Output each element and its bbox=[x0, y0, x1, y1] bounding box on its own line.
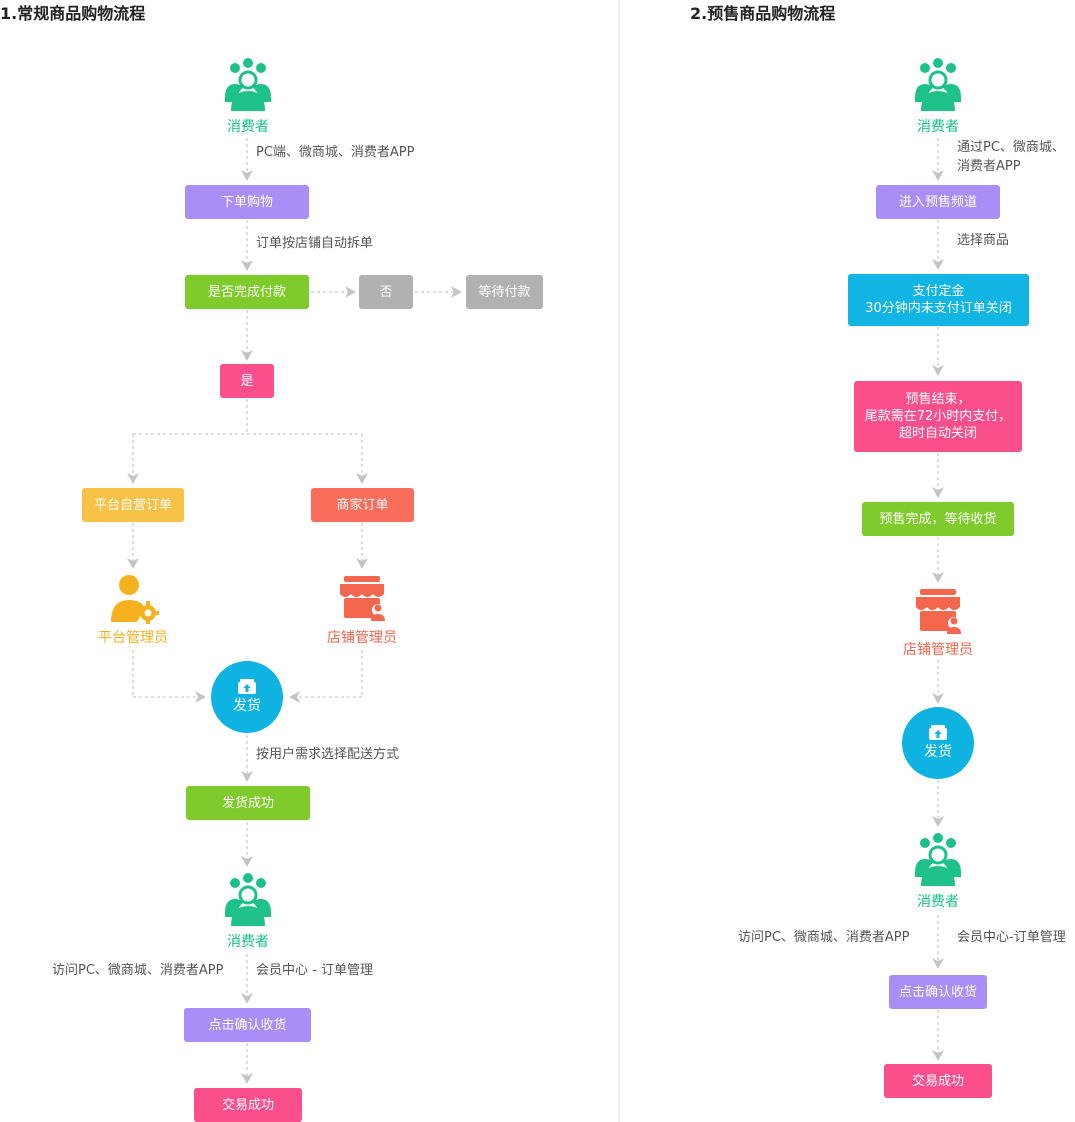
presale-end-line-3: 超时自动关闭 bbox=[898, 426, 977, 441]
right-note-visit: 访问PC、微商城、消费者APP bbox=[738, 930, 910, 945]
order-node: 下单购物 bbox=[185, 185, 309, 219]
left-consumer-top-label: 消费者 bbox=[227, 119, 269, 135]
enter-presale-node: 进入预售频道 bbox=[876, 185, 1000, 219]
paid-question-node: 是否完成付款 bbox=[185, 275, 309, 309]
right-title: 2.预售商品购物流程 bbox=[690, 4, 836, 23]
left-consumer-bottom-label: 消费者 bbox=[227, 934, 269, 950]
confirm-receipt-node: 点击确认收货 bbox=[184, 1008, 311, 1042]
left-note-member: 会员中心 - 订单管理 bbox=[256, 963, 373, 978]
ship-success-node: 发货成功 bbox=[186, 786, 310, 820]
right-note-select: 选择商品 bbox=[957, 233, 1010, 248]
trade-success-node: 交易成功 bbox=[194, 1088, 302, 1122]
ship-label: 发货 bbox=[233, 698, 261, 714]
package-upload-icon bbox=[238, 679, 256, 694]
platform-admin-label: 平台管理员 bbox=[98, 630, 168, 646]
right-confirm-receipt-node: 点击确认收货 bbox=[889, 975, 987, 1009]
store-admin-label: 店铺管理员 bbox=[327, 630, 397, 646]
consumer-group-icon bbox=[225, 58, 271, 111]
right-consumer-bottom-label: 消费者 bbox=[917, 894, 959, 910]
store-awning-icon bbox=[340, 576, 385, 621]
store-awning-icon bbox=[916, 589, 961, 634]
right-note-channels-1: 通过PC、微商城、 bbox=[957, 140, 1065, 155]
consumer-group-icon bbox=[915, 833, 961, 886]
deposit-line-2: 30分钟内未支付订单关闭 bbox=[865, 301, 1012, 316]
consumer-group-icon bbox=[915, 58, 961, 111]
left-note-delivery: 按用户需求选择配送方式 bbox=[256, 747, 400, 762]
presale-end-line-2: 尾款需在72小时内支付， bbox=[864, 409, 1012, 424]
right-ship-label: 发货 bbox=[924, 744, 952, 760]
right-ship-circle: 发货 bbox=[902, 707, 974, 779]
no-node: 否 bbox=[359, 275, 413, 309]
right-note-member: 会员中心-订单管理 bbox=[957, 930, 1066, 945]
consumer-group-icon bbox=[225, 873, 271, 926]
package-upload-icon bbox=[929, 725, 947, 740]
presale-end-node: 预售结束， 尾款需在72小时内支付， 超时自动关闭 bbox=[854, 381, 1022, 452]
platform-admin-gear-icon bbox=[111, 575, 159, 624]
presale-done-node: 预售完成，等待收货 bbox=[862, 502, 1014, 536]
right-consumer-top-label: 消费者 bbox=[917, 119, 959, 135]
left-title: 1.常规商品购物流程 bbox=[0, 4, 146, 23]
wait-pay-node: 等待付款 bbox=[466, 275, 543, 309]
right-trade-success-node: 交易成功 bbox=[884, 1064, 992, 1098]
merchant-order-node: 商家订单 bbox=[311, 488, 414, 522]
left-note-visit: 访问PC、微商城、消费者APP bbox=[52, 963, 224, 978]
yes-node: 是 bbox=[220, 364, 274, 398]
ship-circle: 发货 bbox=[211, 661, 283, 733]
right-note-channels-2: 消费者APP bbox=[957, 159, 1021, 174]
left-note-channels: PC端、微商城、消费者APP bbox=[256, 145, 415, 160]
deposit-line-1: 支付定金 bbox=[912, 284, 965, 299]
left-note-split: 订单按店铺自动拆单 bbox=[256, 236, 374, 251]
right-store-admin-label: 店铺管理员 bbox=[903, 642, 973, 658]
deposit-node: 支付定金 30分钟内未支付订单关闭 bbox=[848, 274, 1029, 326]
platform-order-node: 平台自营订单 bbox=[82, 488, 184, 522]
presale-end-line-1: 预售结束， bbox=[905, 392, 971, 407]
